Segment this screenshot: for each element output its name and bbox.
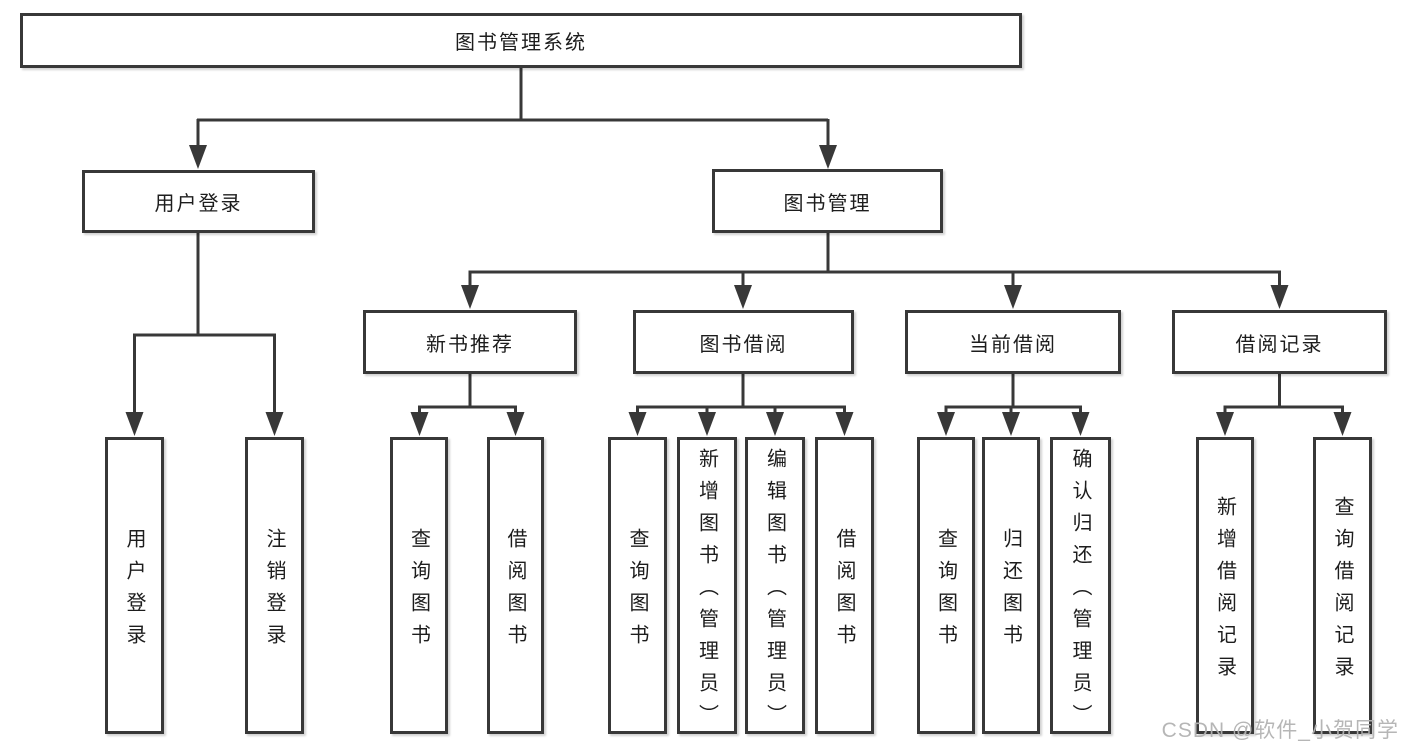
leaf-confirm-return-admin-label: 确认归还（管理员） bbox=[1069, 447, 1091, 736]
leaf-add-borrow-record-label: 新增借阅记录 bbox=[1213, 495, 1236, 688]
arrowhead-down-icon bbox=[819, 145, 837, 169]
node-user-login-label: 用户登录 bbox=[154, 193, 243, 215]
arrowhead-down-icon bbox=[410, 412, 429, 436]
arrowhead-down-icon bbox=[766, 412, 784, 436]
arrowhead-down-icon bbox=[1216, 412, 1234, 436]
leaf-add-borrow-record: 新增借阅记录 bbox=[1196, 437, 1254, 734]
arrowhead-down-icon bbox=[734, 285, 752, 309]
connector-line bbox=[196, 68, 830, 147]
node-borrow-records: 借阅记录 bbox=[1172, 310, 1387, 374]
arrowhead-down-icon bbox=[189, 145, 207, 169]
node-user-login: 用户登录 bbox=[82, 170, 315, 233]
leaf-query-books-2-label: 查询图书 bbox=[626, 527, 648, 656]
node-borrow-records-label: 借阅记录 bbox=[1235, 333, 1324, 356]
leaf-logout-label: 注销登录 bbox=[263, 527, 285, 656]
watermark-text: CSDN @软件_小贺同学 bbox=[1161, 719, 1399, 742]
leaf-return-books-label: 归还图书 bbox=[999, 527, 1022, 656]
node-current-borrow: 当前借阅 bbox=[905, 310, 1121, 374]
arrowhead-down-icon bbox=[506, 412, 525, 436]
leaf-borrow-books-1: 借阅图书 bbox=[487, 437, 544, 734]
leaf-user-login-label: 用户登录 bbox=[123, 527, 145, 656]
node-new-book-recommend-label: 新书推荐 bbox=[426, 333, 514, 356]
arrowhead-down-icon bbox=[1004, 285, 1022, 309]
leaf-return-books: 归还图书 bbox=[982, 437, 1040, 734]
connector-current-borrow-to-leaves bbox=[937, 374, 1090, 436]
leaf-query-books-3-label: 查询图书 bbox=[934, 527, 957, 656]
arrowhead-down-icon bbox=[1270, 285, 1289, 309]
leaf-user-login: 用户登录 bbox=[105, 437, 164, 734]
arrowhead-down-icon bbox=[1333, 412, 1352, 436]
node-book-management-label: 图书管理 bbox=[783, 192, 872, 215]
arrowhead-down-icon bbox=[461, 285, 479, 309]
arrowhead-down-icon bbox=[937, 412, 955, 436]
leaf-borrow-books-1-label: 借阅图书 bbox=[504, 527, 526, 656]
connector-book-borrow-to-leaves bbox=[628, 374, 854, 436]
connector-user-login-to-leaves bbox=[125, 233, 284, 436]
node-book-borrow: 图书借阅 bbox=[633, 310, 854, 374]
leaf-query-borrow-record: 查询借阅记录 bbox=[1313, 437, 1372, 734]
leaf-borrow-books-2: 借阅图书 bbox=[815, 437, 874, 734]
connector-line bbox=[133, 233, 276, 414]
leaf-confirm-return-admin: 确认归还（管理员） bbox=[1050, 437, 1111, 736]
arrowhead-down-icon bbox=[1071, 412, 1090, 436]
connector-root-to-level2 bbox=[189, 68, 837, 169]
leaf-add-book-admin: 新增图书（管理员） bbox=[677, 437, 737, 736]
arrowhead-down-icon bbox=[265, 412, 284, 436]
connector-line bbox=[418, 374, 517, 416]
connector-records-to-leaves bbox=[1216, 374, 1352, 436]
leaf-query-borrow-record-label: 查询借阅记录 bbox=[1331, 495, 1353, 688]
node-current-borrow-label: 当前借阅 bbox=[969, 333, 1057, 356]
node-root-label: 图书管理系统 bbox=[455, 32, 587, 54]
leaf-edit-book-admin-label: 编辑图书（管理员） bbox=[763, 447, 786, 736]
arrowhead-down-icon bbox=[1002, 412, 1020, 436]
arrowhead-down-icon bbox=[698, 412, 716, 436]
leaf-add-book-admin-label: 新增图书（管理员） bbox=[695, 447, 718, 736]
arrowhead-down-icon bbox=[628, 412, 647, 436]
connector-line bbox=[1223, 374, 1344, 416]
connector-line bbox=[468, 233, 1281, 288]
arrowhead-down-icon bbox=[125, 412, 144, 436]
connector-book-mgmt-to-sections bbox=[461, 233, 1289, 309]
leaf-query-books-2: 查询图书 bbox=[608, 437, 667, 734]
node-new-book-recommend: 新书推荐 bbox=[363, 310, 577, 374]
node-book-borrow-label: 图书借阅 bbox=[699, 333, 788, 356]
node-book-management: 图书管理 bbox=[712, 169, 943, 233]
connector-new-book-to-leaves bbox=[410, 374, 525, 436]
leaf-query-books-1-label: 查询图书 bbox=[407, 527, 430, 656]
leaf-logout: 注销登录 bbox=[245, 437, 304, 734]
arrowhead-down-icon bbox=[835, 412, 854, 436]
node-root: 图书管理系统 bbox=[20, 13, 1022, 68]
leaf-query-books-3: 查询图书 bbox=[917, 437, 975, 734]
leaf-edit-book-admin: 编辑图书（管理员） bbox=[745, 437, 805, 736]
connector-line bbox=[636, 374, 846, 416]
leaf-query-books-1: 查询图书 bbox=[390, 437, 448, 734]
leaf-borrow-books-2-label: 借阅图书 bbox=[833, 527, 855, 656]
connector-line bbox=[944, 374, 1082, 416]
